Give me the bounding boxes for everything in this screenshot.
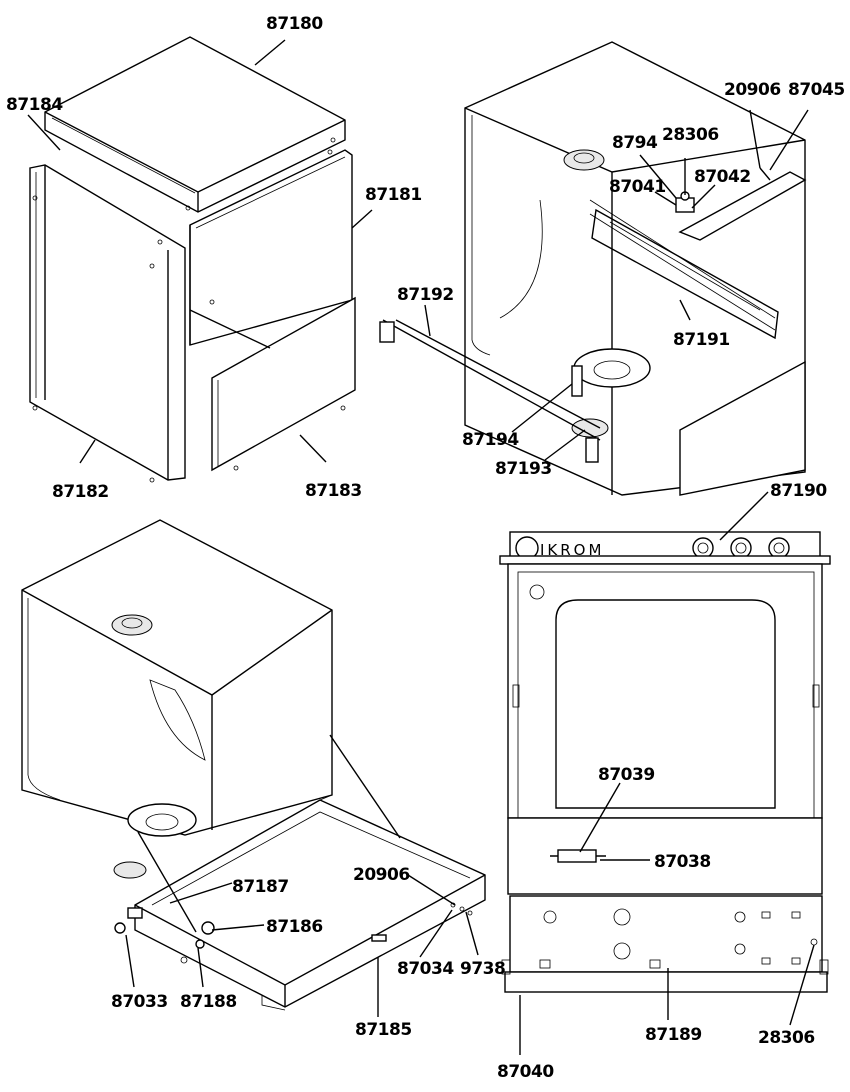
part-label-87189: 87189	[645, 1025, 702, 1045]
view-panels	[29, 36, 356, 483]
part-label-87186: 87186	[266, 917, 323, 937]
part-label-87041: 87041	[609, 177, 666, 197]
base-frame	[504, 971, 828, 993]
part-label-87034: 87034	[397, 959, 454, 979]
part-label-87045: 87045	[788, 80, 845, 100]
side-panel	[29, 164, 186, 483]
part-label-87194: 87194	[462, 430, 519, 450]
part-label-87191: 87191	[673, 330, 730, 350]
part-label-87040: 87040	[497, 1062, 554, 1082]
front-kick-panel	[189, 296, 356, 472]
part-label-87187: 87187	[232, 877, 289, 897]
part-label-87184: 87184	[6, 95, 63, 115]
part-label-87042: 87042	[694, 167, 751, 187]
part-label-87038: 87038	[654, 852, 711, 872]
part-label-28306-front: 28306	[758, 1028, 815, 1048]
view-door-open	[21, 519, 486, 1011]
part-label-87188: 87188	[180, 992, 237, 1012]
part-label-8794: 8794	[612, 133, 658, 153]
part-label-87033: 87033	[111, 992, 168, 1012]
part-label-87190: 87190	[770, 481, 827, 501]
part-label-87192: 87192	[397, 285, 454, 305]
part-label-20906-door: 20906	[353, 865, 410, 885]
top-cover-panel	[44, 36, 346, 213]
part-label-87181: 87181	[365, 185, 422, 205]
part-labels: 87180 87184 87181 87182 87183 20906 8704…	[6, 14, 845, 1082]
part-label-87185: 87185	[355, 1020, 412, 1040]
part-label-87182: 87182	[52, 482, 109, 502]
leader-lines	[27, 39, 815, 1055]
view-tank	[379, 41, 807, 496]
part-label-9738: 9738	[460, 959, 505, 979]
view-front: IKROM	[499, 531, 831, 993]
part-label-87180: 87180	[266, 14, 323, 34]
part-label-20906-top: 20906	[724, 80, 781, 100]
lower-panel	[509, 895, 823, 973]
part-label-87183: 87183	[305, 481, 362, 501]
part-label-87039: 87039	[598, 765, 655, 785]
part-label-28306-top: 28306	[662, 125, 719, 145]
brand-logo-text: IKROM	[540, 541, 604, 559]
part-label-87193: 87193	[495, 459, 552, 479]
